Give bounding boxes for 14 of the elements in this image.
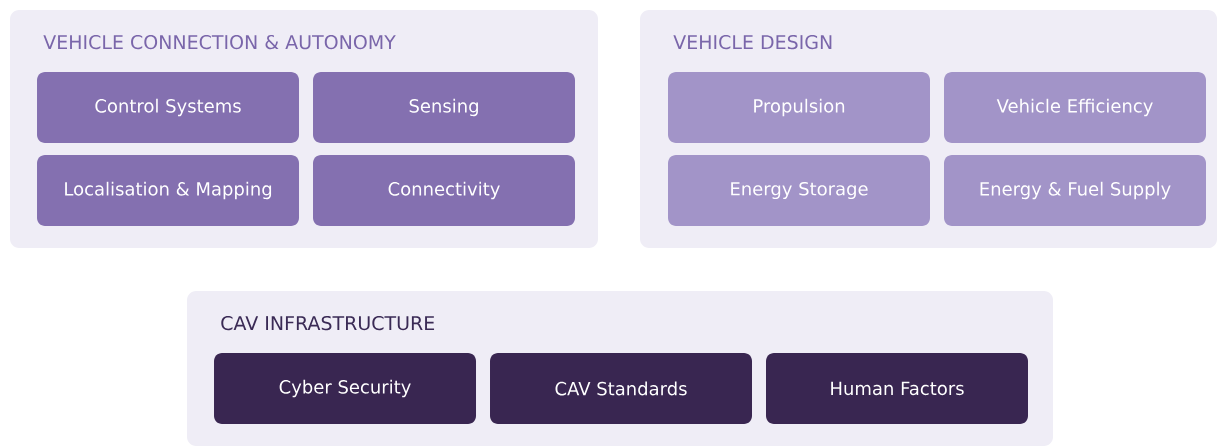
topic-box: Localisation & Mapping	[37, 155, 299, 226]
topic-box: Energy Storage	[668, 155, 930, 226]
topic-box: Control Systems	[37, 72, 299, 143]
topic-box: CAV Standards	[490, 353, 752, 424]
topic-box: Energy & Fuel Supply	[944, 155, 1206, 226]
panel-title: VEHICLE CONNECTION & AUTONOMY	[43, 34, 396, 50]
topic-box: Propulsion	[668, 72, 930, 143]
topic-box: Connectivity	[313, 155, 575, 226]
panel-title: VEHICLE DESIGN	[673, 34, 832, 50]
topic-box: Sensing	[313, 72, 575, 143]
topic-box: Vehicle Efficiency	[944, 72, 1206, 143]
topic-box: Human Factors	[766, 353, 1028, 424]
panel-title: CAV INFRASTRUCTURE	[221, 315, 435, 331]
topic-box: Cyber Security	[214, 353, 476, 424]
